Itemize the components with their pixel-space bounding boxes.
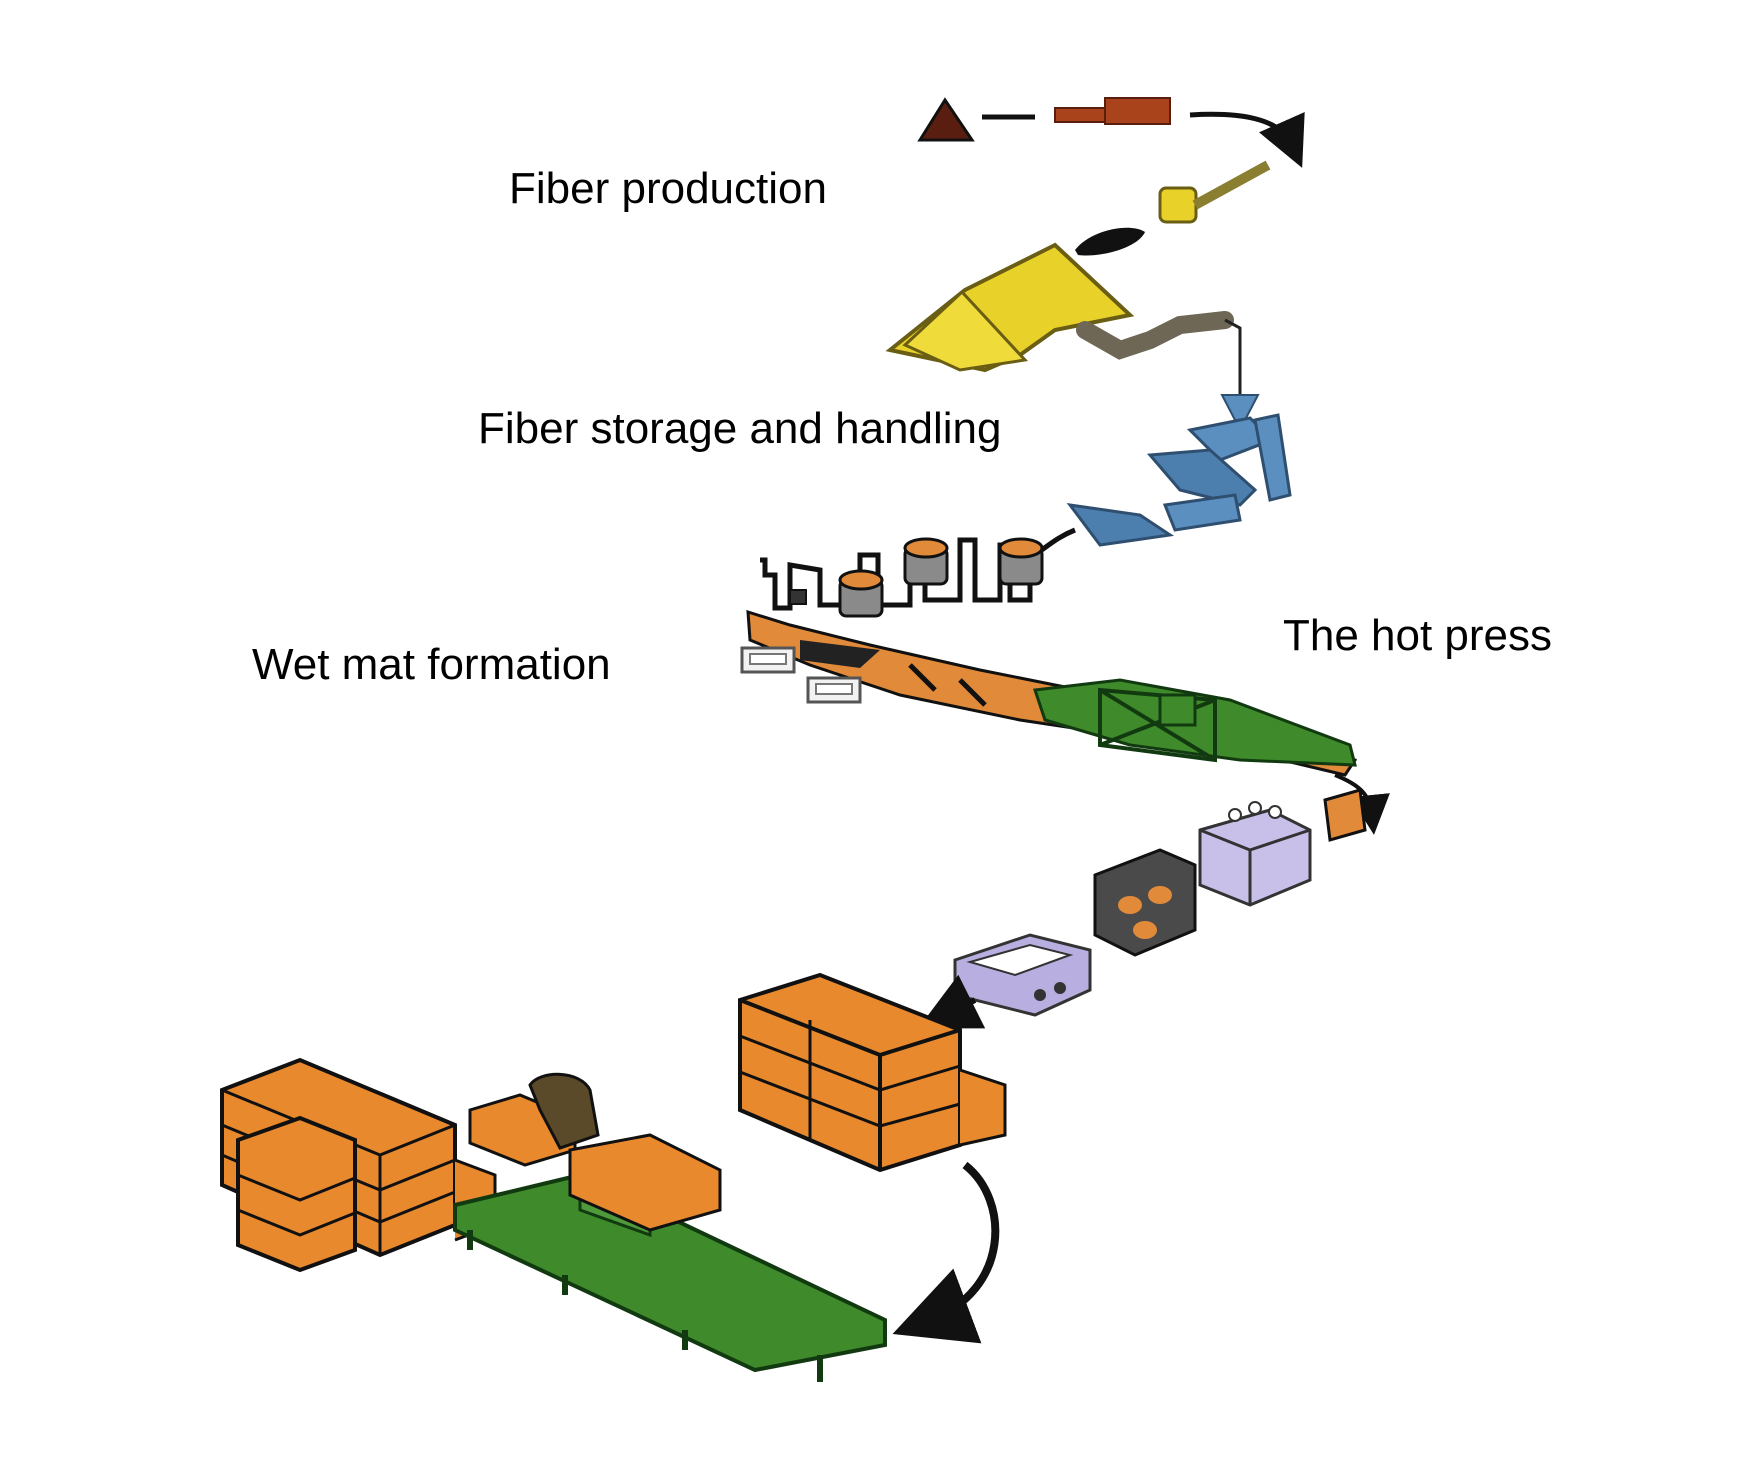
board-pallet-stack-icon — [220, 1057, 497, 1273]
label-fiber-storage: Fiber storage and handling — [478, 404, 1002, 453]
wood-chip-piles-icon — [885, 242, 1135, 373]
green-forming-machine-icon — [1032, 678, 1357, 767]
label-wet-mat-formation: Wet mat formation — [252, 640, 611, 689]
chip-outlet-icon — [1075, 227, 1145, 256]
storage-tank-icon — [998, 537, 1044, 586]
dosing-valve-icon — [789, 589, 807, 605]
flow-arrow-curve-2 — [1334, 773, 1390, 835]
label-fiber-production: Fiber production — [509, 164, 827, 213]
press-oven-icon — [1198, 801, 1312, 907]
storage-tank-icon — [838, 569, 884, 618]
flow-arrow-curve-3 — [892, 1161, 1000, 1344]
water-tank-icon — [740, 646, 796, 674]
chipper-icon — [1158, 160, 1271, 224]
finishing-table-icon — [453, 1133, 887, 1382]
hot-press-group — [918, 773, 1390, 1029]
raw-material-pile-icon — [917, 97, 975, 142]
offcut-boards-icon — [468, 1072, 600, 1167]
flow-arrow-curve-1 — [1189, 111, 1305, 168]
flow-arrow-straight — [918, 974, 986, 1029]
small-press-unit-icon — [1323, 788, 1367, 842]
finished-board-stack-icon — [738, 972, 1007, 1173]
fiber-production-group — [885, 97, 1305, 395]
blue-refiner-icon — [1066, 448, 1258, 547]
storage-tank-icon — [903, 537, 949, 586]
chip-conveyor-icon — [1076, 311, 1242, 395]
water-tank-icon — [806, 676, 862, 704]
fiber-storage-group — [760, 394, 1292, 618]
wet-mat-formation-group — [740, 609, 1358, 777]
grinder-machine-icon — [1054, 97, 1171, 125]
hot-press-machine-icon — [1093, 848, 1197, 957]
label-hot-press: The hot press — [1283, 611, 1553, 660]
